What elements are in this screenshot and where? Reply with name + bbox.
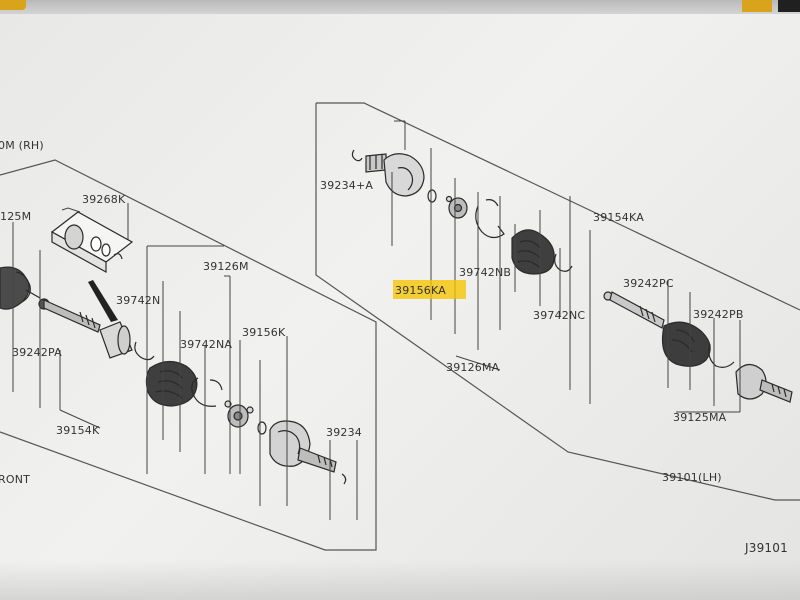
label-39154ka: 39154KA	[593, 211, 644, 224]
clamp-39742nc	[554, 253, 573, 272]
label-39242pb: 39242PB	[693, 308, 744, 321]
lh-assembly: 39234+A 39154KA 39742NB 39156KA 39242PC …	[315, 102, 800, 501]
label-39101lh: 39101(LH)	[662, 471, 722, 484]
boot-39242pb	[661, 321, 735, 368]
top-toolbar	[0, 0, 800, 14]
label-39125ma: 39125MA	[673, 411, 727, 424]
damper-part	[99, 321, 133, 359]
rh-outline	[0, 159, 377, 551]
label-39742n: 39742N	[116, 294, 160, 307]
label-39742na: 39742NA	[180, 338, 232, 351]
toolbar-accent-right	[742, 0, 772, 12]
snap-ring	[257, 421, 267, 435]
label-39242pa: 39242PA	[12, 346, 62, 359]
label-39234a: 39234+A	[320, 179, 373, 192]
highlight-marker	[393, 280, 466, 299]
rh-assembly: 0M (RH) 39268K	[0, 139, 377, 551]
clamp-39742n	[134, 341, 155, 361]
toolbar-corner	[778, 0, 800, 12]
label-front: RONT	[0, 473, 30, 486]
label-39242pc: 39242PC	[623, 277, 674, 290]
circlip	[351, 149, 363, 162]
lh-outline	[315, 103, 800, 501]
outer-joint-lh	[735, 363, 793, 403]
clamp-39742na	[191, 377, 217, 407]
toolbar-accent-left	[0, 0, 26, 10]
label-125m: 125M	[0, 210, 31, 223]
label-39126m: 39126M	[203, 260, 249, 273]
rh-header: 0M (RH)	[0, 139, 44, 152]
kit-arrow	[88, 280, 118, 322]
boot-left	[0, 266, 50, 310]
label-39154k: 39154K	[56, 424, 100, 437]
boot-lh	[511, 229, 555, 275]
kit-39268k	[50, 211, 134, 274]
tripod-part	[224, 400, 254, 428]
label-39268k: 39268K	[82, 193, 126, 206]
rh-shaft	[43, 299, 101, 333]
label-39156ka: 39156KA	[395, 284, 446, 297]
housing-39234	[269, 420, 347, 485]
housing-39234a	[365, 153, 437, 203]
boot-39156k	[145, 360, 198, 407]
label-39126ma: 39126MA	[446, 361, 500, 374]
diagram-code: J39101	[744, 541, 788, 555]
label-39234: 39234	[326, 426, 362, 439]
tripod-lh	[445, 195, 468, 219]
label-39742nb: 39742NB	[459, 266, 511, 279]
label-39742nc: 39742NC	[533, 309, 585, 322]
label-39156k: 39156K	[242, 326, 286, 339]
shaft-lh	[603, 291, 665, 329]
